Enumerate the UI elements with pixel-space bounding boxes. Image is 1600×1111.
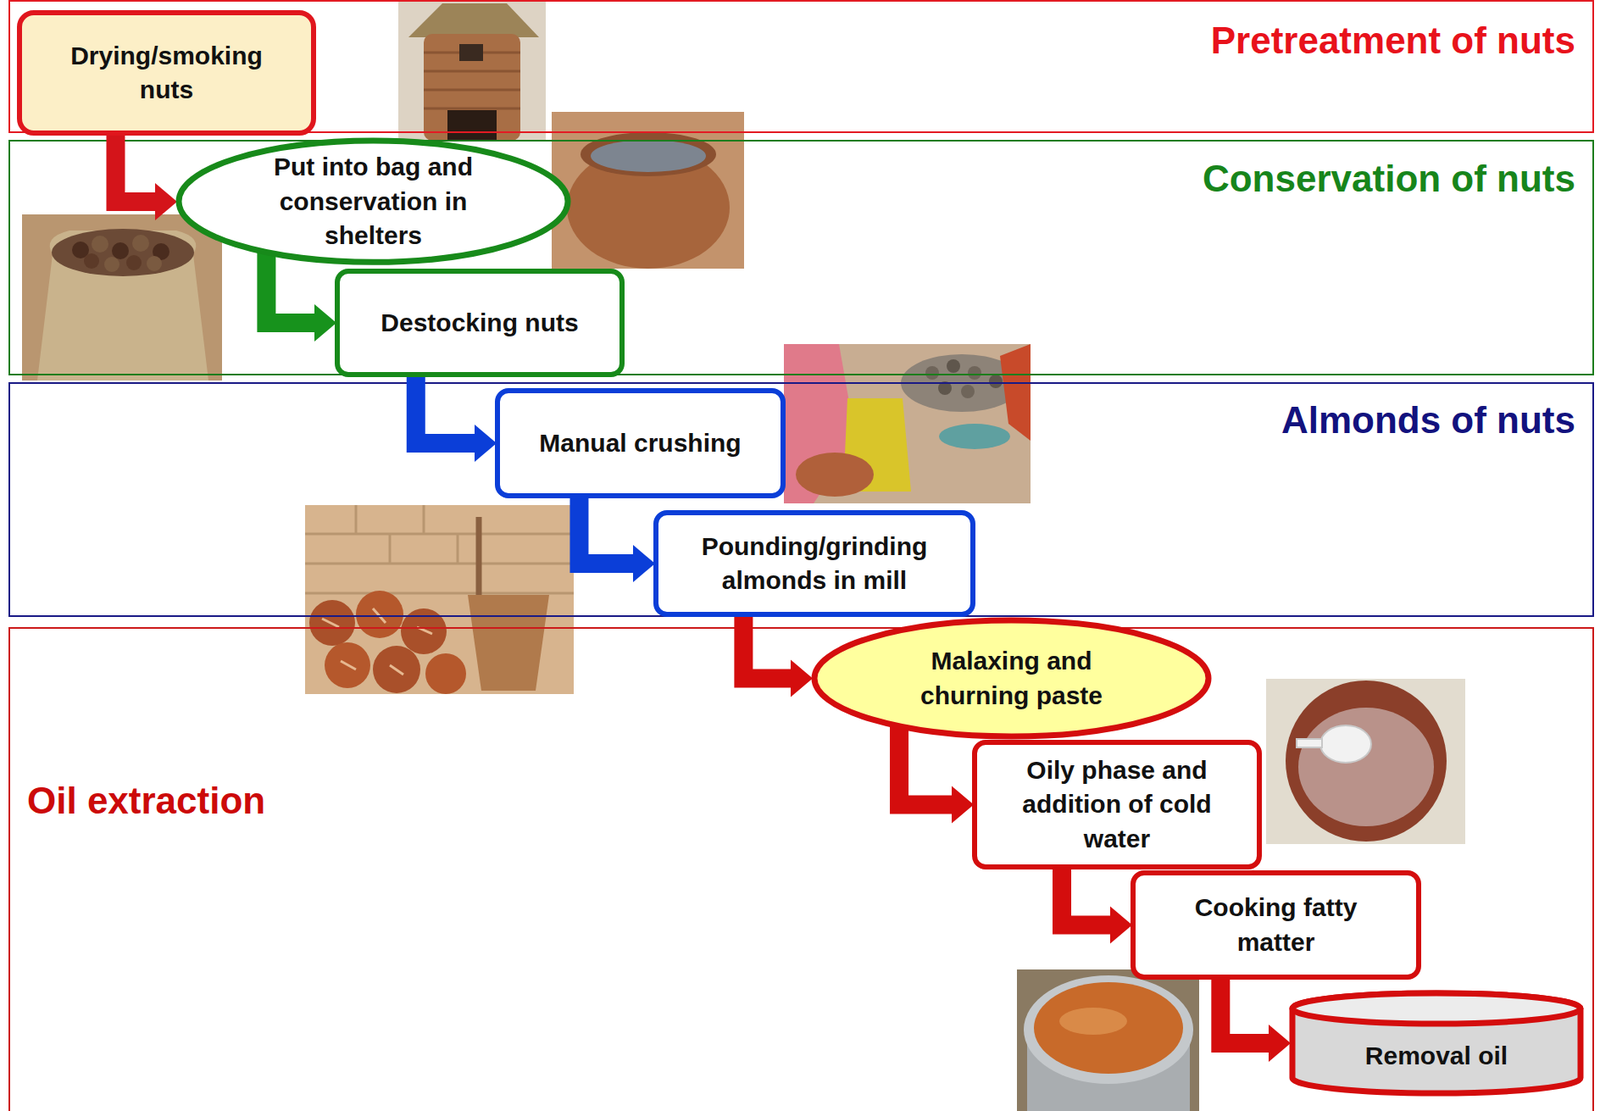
process-label: Manual crushing [509,426,773,462]
arrow-shaft [743,614,791,679]
cylinder-body [1292,993,1581,1094]
nut-bag-photo [22,214,223,381]
arrow-shaft [416,374,475,444]
stage-heading: Oil extraction [10,778,1593,824]
arrow-shaft [899,723,952,806]
ash-pot-photo [551,111,745,269]
arrow-head [633,544,656,583]
arrow-head [790,660,813,698]
flow-arrow [266,250,337,342]
process-label: Drying/smoking nuts [56,38,278,108]
ellipse-shape [814,620,1209,737]
cylinder-top [1292,993,1581,1024]
process-box: Drying/smoking nuts [16,10,317,136]
process-box: Manual crushing [494,388,786,499]
process-ellipse: Put into bag and conservation in shelter… [175,137,572,266]
process-ellipse: Malaxing and churning paste [811,616,1212,740]
granary-photo [398,0,546,141]
oil-pot-photo [1016,969,1200,1111]
storage-cylinder: Removal oil [1288,989,1584,1097]
process-label: Destocking nuts [352,305,607,341]
process-label: Removal oil [1309,1038,1564,1074]
crushing-photo [783,344,1031,504]
flow-arrow [1220,977,1291,1062]
flow-arrow [578,495,656,583]
flow-arrow [115,133,178,221]
stage-band: Oil extraction Malaxing and churning past… [8,627,1595,1111]
process-label: Put into bag and conservation in shelter… [238,150,510,254]
process-label: Oily phase and addition of cold water [989,753,1245,857]
process-label: Malaxing and churning paste [884,644,1139,713]
process-label: Pounding/grinding almonds in mill [670,529,959,599]
arrow-head [951,786,974,824]
arrow-shaft [115,133,156,202]
arrow-head [314,304,337,342]
stage-band: Almonds of nutsManual crushingPounding/g… [8,382,1595,617]
shea-balls-photo [305,505,574,695]
process-box: Oily phase and addition of cold water [972,739,1262,871]
stage-band: Pretreatment of nutsDrying/smoking nuts [8,0,1595,134]
process-box: Destocking nuts [334,268,625,378]
flow-arrow [1061,866,1133,944]
arrow-head [474,424,497,462]
flow-arrow [743,614,813,698]
ellipse-outline [811,616,1212,740]
arrow-head [1268,1024,1291,1062]
arrow-shaft [1220,977,1269,1044]
arrow-head [1110,906,1133,945]
arrow-head [155,183,178,221]
process-box: Cooking fatty matter [1130,870,1422,980]
arrow-shaft [266,250,315,323]
process-label: Cooking fatty matter [1161,890,1391,960]
flow-arrow [899,723,974,824]
flow-arrow [416,374,497,462]
arrow-shaft [578,495,634,564]
water-pot-photo [1266,678,1466,845]
stage-band: Conservation of nutsPut into bag and con… [8,139,1595,376]
stage-heading: Almonds of nuts [10,398,1593,444]
process-box: Pounding/grinding almonds in mill [653,510,976,617]
arrow-shaft [1061,866,1111,925]
ellipse-shape [178,140,568,262]
